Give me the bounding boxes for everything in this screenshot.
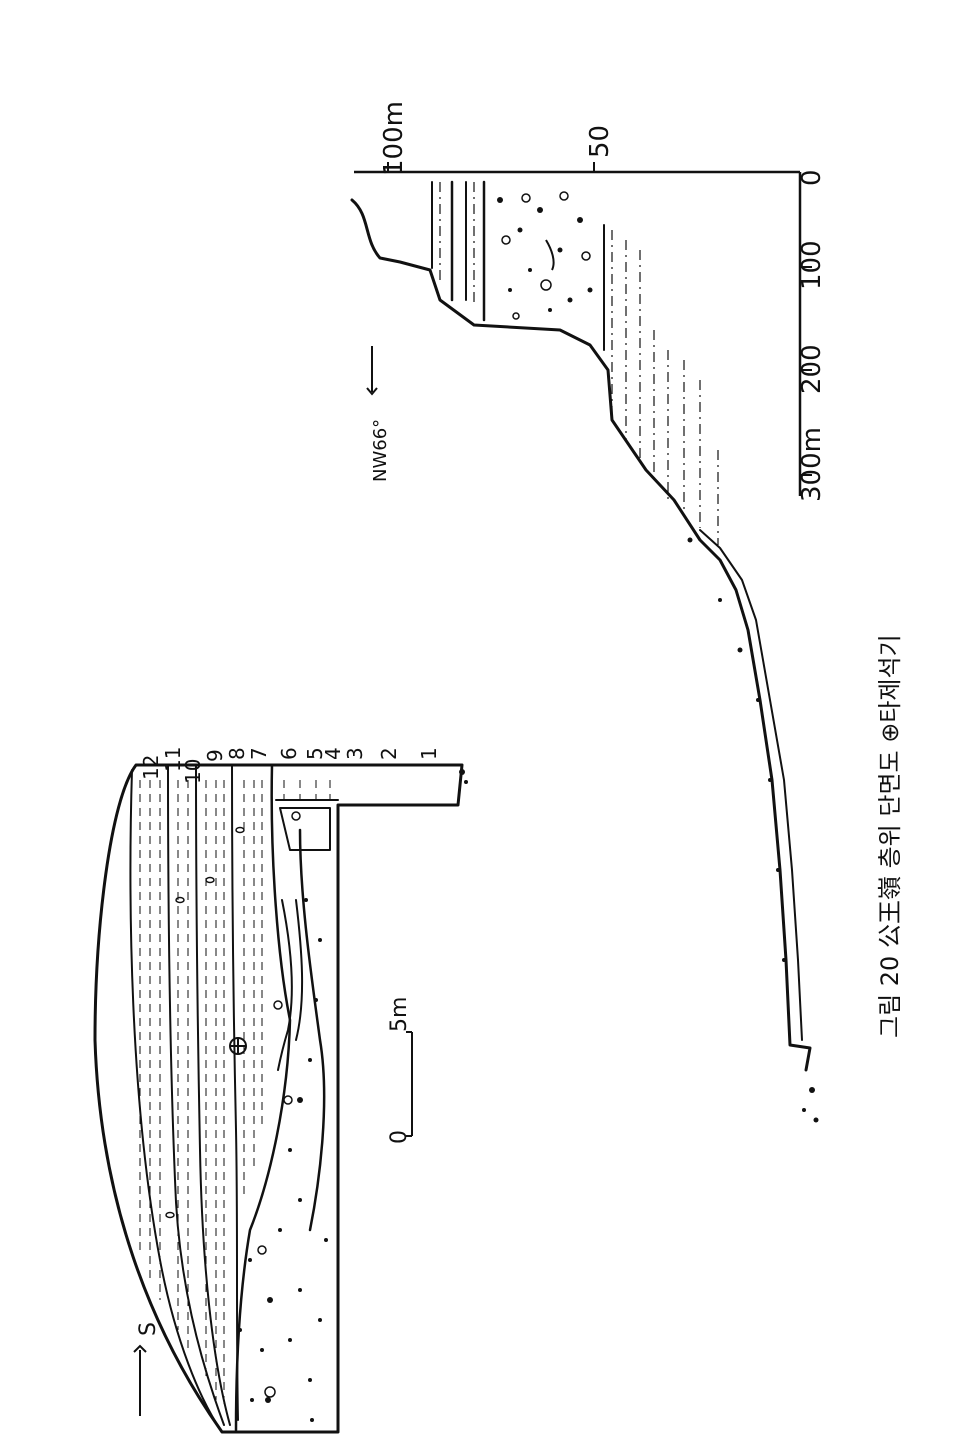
layer-label-6: 6 <box>277 747 301 760</box>
left-section-drawing <box>93 763 468 1434</box>
south-arrow-icon <box>133 1344 147 1416</box>
layer-label-1: 1 <box>417 747 441 760</box>
axis-label-200: 200 <box>797 344 827 394</box>
axis-label-0: 0 <box>797 169 827 186</box>
axis-label-100m-height: 100m <box>379 101 409 176</box>
axis-label-300m: 300m <box>797 427 827 502</box>
right-section-drawing <box>350 162 819 1123</box>
figure-caption: 그림 20 公王嶺 층위 단면도 ⊕타제석기 <box>876 634 904 1038</box>
nw-direction-label: NW66° <box>370 419 391 482</box>
layer-label-10: 10 <box>181 759 205 784</box>
layer-label-7: 7 <box>247 747 271 760</box>
layer-label-5: 5 <box>303 747 327 760</box>
northwest-arrow-icon <box>366 346 378 396</box>
scale-bar-start-label: 0 <box>387 1130 412 1144</box>
layer-label-2: 2 <box>377 747 401 760</box>
stone-tool-icon <box>229 1037 247 1055</box>
left-scale-bar <box>406 1031 413 1137</box>
scale-bar-end-label: 5m <box>387 997 412 1032</box>
layer-label-9: 9 <box>203 749 227 762</box>
layer-label-4: 4 <box>321 747 345 760</box>
south-direction-label: S <box>136 1322 161 1336</box>
layer-label-11: 11 <box>161 747 185 772</box>
layer-label-8: 8 <box>225 747 249 760</box>
layer-number-labels: 12 11 10 9 8 7 6 5 4 3 2 1 <box>139 747 441 784</box>
axis-label-50-height: 50 <box>585 125 615 158</box>
layer-label-3: 3 <box>343 747 367 760</box>
layer-label-12: 12 <box>139 755 163 780</box>
axis-label-100: 100 <box>797 240 827 290</box>
